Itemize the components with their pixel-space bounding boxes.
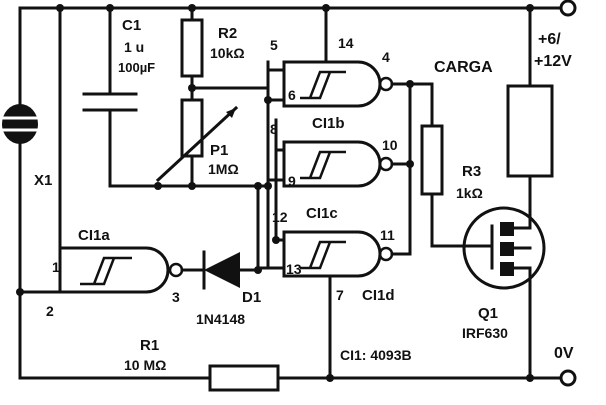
- p1-value: 1MΩ: [208, 161, 239, 177]
- gnd-label: 0V: [554, 345, 574, 362]
- x1-sensor: [0, 104, 40, 144]
- ci1b-pin6: 6: [288, 87, 296, 103]
- ci1d-pin11: 11: [380, 227, 395, 243]
- pin14-label: 14: [338, 35, 354, 51]
- r2-resistor: [180, 18, 204, 78]
- d1-value: 1N4148: [196, 311, 245, 327]
- pin7-label: 7: [336, 287, 344, 303]
- x1-label: X1: [34, 172, 52, 189]
- ci1a-pin3: 3: [172, 289, 180, 305]
- ci1a-pin1: 1: [52, 259, 60, 275]
- r3-label: R3: [462, 163, 481, 180]
- ci1b-pin5: 5: [270, 37, 278, 53]
- gate-ci1a: [58, 246, 184, 294]
- gate-ci1b: [282, 60, 394, 108]
- ci1a-pin2: 2: [46, 303, 54, 319]
- ci1d-label: CI1d: [362, 287, 395, 304]
- vplus-terminal: [559, 0, 577, 17]
- q1-label: Q1: [478, 305, 498, 322]
- ci1d-pin12: 12: [272, 209, 288, 225]
- ci1c-pin10: 10: [382, 137, 398, 153]
- r3-resistor: [420, 124, 444, 196]
- c1-label: C1: [122, 17, 141, 34]
- ci1b-pin4: 4: [382, 49, 390, 65]
- supply-label-2: +12V: [534, 53, 572, 70]
- ci1d-pin13: 13: [286, 261, 302, 277]
- diode-d1: [202, 250, 240, 290]
- r1-label: R1: [140, 337, 159, 354]
- q1-value: IRF630: [462, 325, 508, 341]
- p1-wiper-arrow: [155, 105, 239, 183]
- ci1b-label: CI1b: [312, 115, 345, 132]
- mosfet-q1: [462, 206, 546, 290]
- c1-value: 1 u: [124, 39, 144, 55]
- ci1c-pin9: 9: [288, 173, 296, 189]
- gnd-terminal: [559, 369, 577, 387]
- ci1a-label: CI1a: [78, 227, 110, 244]
- supply-label-1: +6/: [538, 31, 561, 48]
- load-label: CARGA: [434, 59, 493, 76]
- p1-label: P1: [210, 142, 228, 159]
- c1-value2: 100µF: [118, 60, 155, 75]
- load-carga: [506, 84, 554, 178]
- r3-value: 1kΩ: [456, 185, 483, 201]
- r1-resistor: [208, 364, 280, 392]
- r2-value: 10kΩ: [210, 45, 245, 61]
- ic-note: CI1: 4093B: [340, 347, 412, 363]
- r1-value: 10 MΩ: [124, 357, 166, 373]
- gate-ci1c: [282, 140, 394, 188]
- d1-label: D1: [242, 289, 261, 306]
- ci1c-label: CI1c: [306, 205, 338, 222]
- r2-label: R2: [218, 25, 237, 42]
- gate-ci1d: [282, 230, 394, 278]
- ci1c-pin8: 8: [270, 121, 278, 137]
